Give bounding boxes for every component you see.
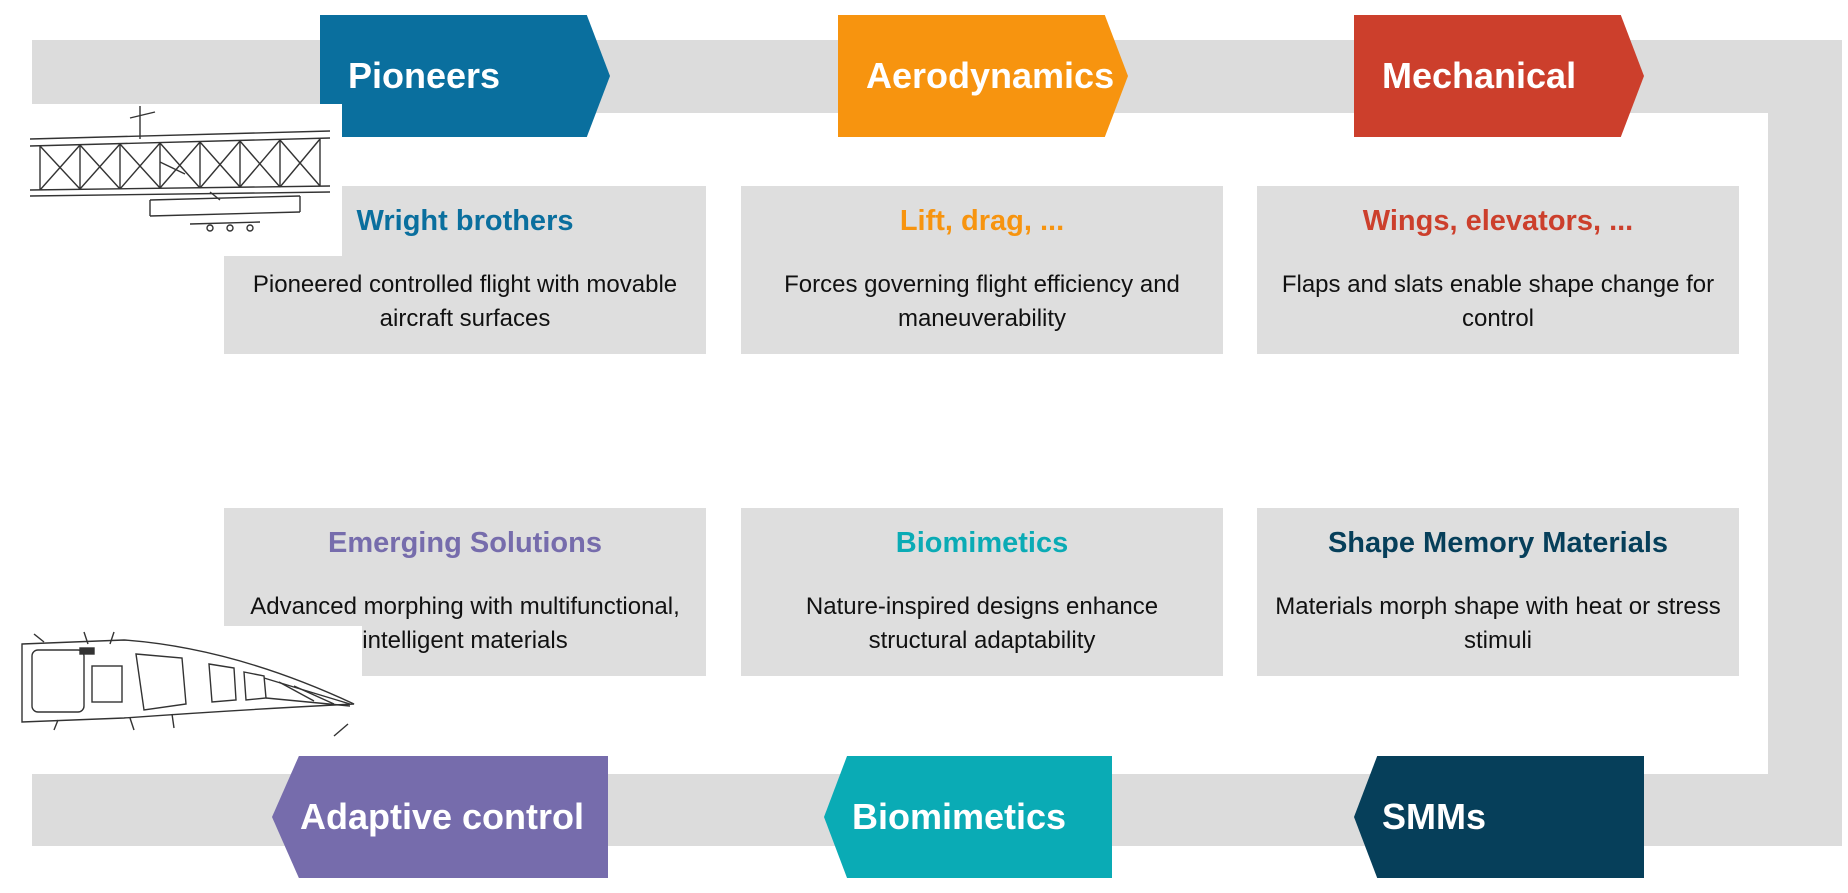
- card-lift-drag-title: Lift, drag, ...: [899, 205, 1065, 237]
- wright-flyer-sketch: [10, 104, 342, 256]
- card-lift-drag: Lift, drag, ... Forces governing flight …: [741, 186, 1223, 354]
- card-shape-memory-materials-text: Materials morph shape with heat or stres…: [1275, 593, 1721, 654]
- stage-adaptive-control-label: Adaptive control: [300, 796, 585, 837]
- morphing-wing-sketch: [14, 626, 362, 750]
- stage-smms-label: SMMs: [1382, 796, 1487, 837]
- card-shape-memory-materials-title: Shape Memory Materials: [1327, 527, 1669, 559]
- card-biomimetics-text: Nature-inspired designs enhance structur…: [805, 593, 1159, 654]
- stage-aerodynamics-label: Aerodynamics: [866, 55, 1115, 96]
- stage-aerodynamics: Aerodynamics: [838, 15, 1128, 137]
- morphing-wing-drawing-icon: [21, 631, 355, 737]
- card-wings-elevators-title: Wings, elevators, ...: [1362, 205, 1634, 237]
- stage-pioneers: Pioneers: [320, 15, 610, 137]
- stage-smms: SMMs: [1354, 756, 1644, 878]
- stage-pioneers-label: Pioneers: [348, 55, 501, 96]
- stage-biomimetics: Biomimetics: [824, 756, 1112, 878]
- stage-mechanical: Mechanical: [1354, 15, 1644, 137]
- card-wright-brothers-text: Pioneered controlled flight with movable…: [252, 271, 678, 332]
- card-wings-elevators: Wings, elevators, ... Flaps and slats en…: [1257, 186, 1739, 354]
- stage-adaptive-control: Adaptive control: [272, 756, 608, 878]
- card-biomimetics: Biomimetics Nature-inspired designs enha…: [741, 508, 1223, 676]
- track-right: [1768, 40, 1842, 846]
- card-biomimetics-title: Biomimetics: [895, 527, 1069, 559]
- wright-flyer-drawing-icon: [29, 106, 331, 232]
- stage-biomimetics-label: Biomimetics: [852, 796, 1067, 837]
- stage-mechanical-label: Mechanical: [1382, 55, 1577, 96]
- card-wings-elevators-text: Flaps and slats enable shape change for …: [1281, 271, 1715, 332]
- card-wright-brothers-title: Wright brothers: [356, 205, 574, 237]
- card-shape-memory-materials: Shape Memory Materials Materials morph s…: [1257, 508, 1739, 676]
- card-emerging-solutions-text: Advanced morphing with multifunctional, …: [250, 593, 680, 654]
- card-emerging-solutions-title: Emerging Solutions: [328, 527, 602, 559]
- card-lift-drag-text: Forces governing flight efficiency and m…: [784, 271, 1180, 332]
